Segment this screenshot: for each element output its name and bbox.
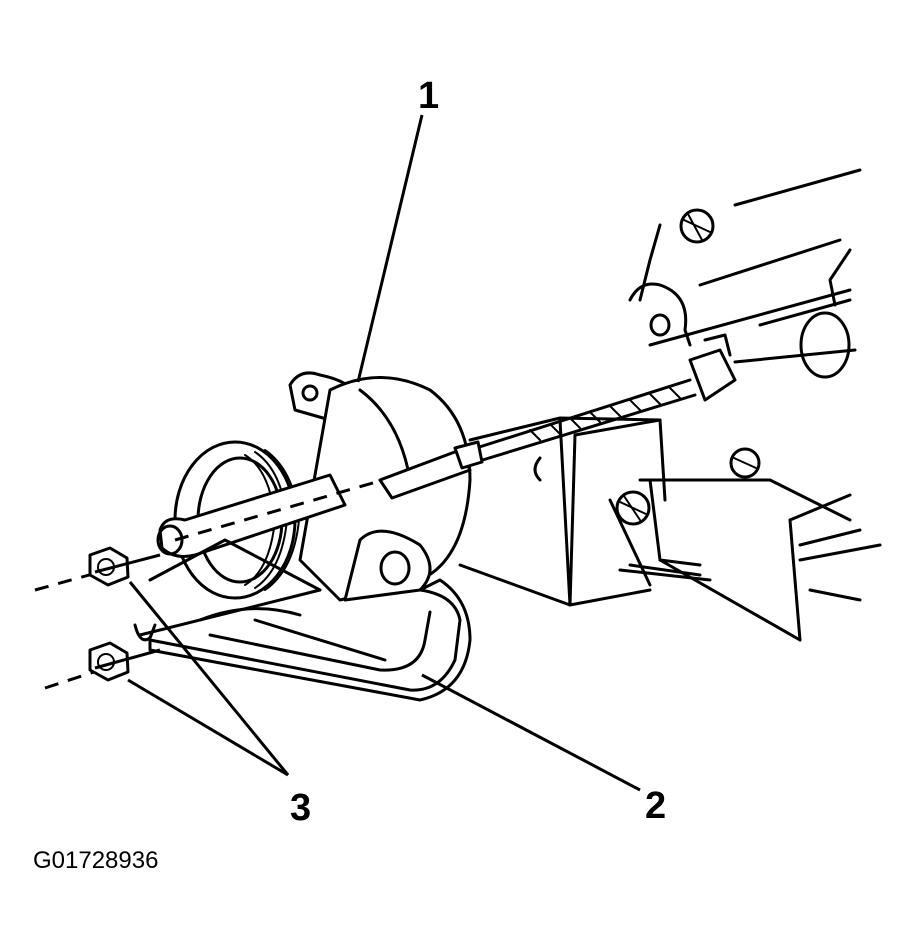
leader-line-2	[421, 673, 641, 792]
figure-id: G01728936	[33, 847, 158, 874]
engine-block-housing	[628, 168, 862, 379]
callout-label-3: 3	[290, 787, 311, 829]
mounting-nut-upper	[34, 546, 161, 592]
mounting-nut-lower	[44, 641, 161, 690]
bracket-bolts	[615, 447, 761, 526]
heat-shield-gasket	[133, 538, 472, 702]
callout-label-1: 1	[418, 75, 439, 117]
callout-label-2: 2	[645, 785, 666, 827]
hydraulic-line-fitting	[468, 333, 737, 464]
push-rod	[174, 440, 484, 542]
leader-lines-3	[127, 581, 290, 777]
housing-bolt-top	[679, 208, 715, 244]
support-beam	[638, 478, 882, 642]
leader-line-1	[356, 114, 424, 383]
mounting-bracket	[458, 416, 712, 607]
